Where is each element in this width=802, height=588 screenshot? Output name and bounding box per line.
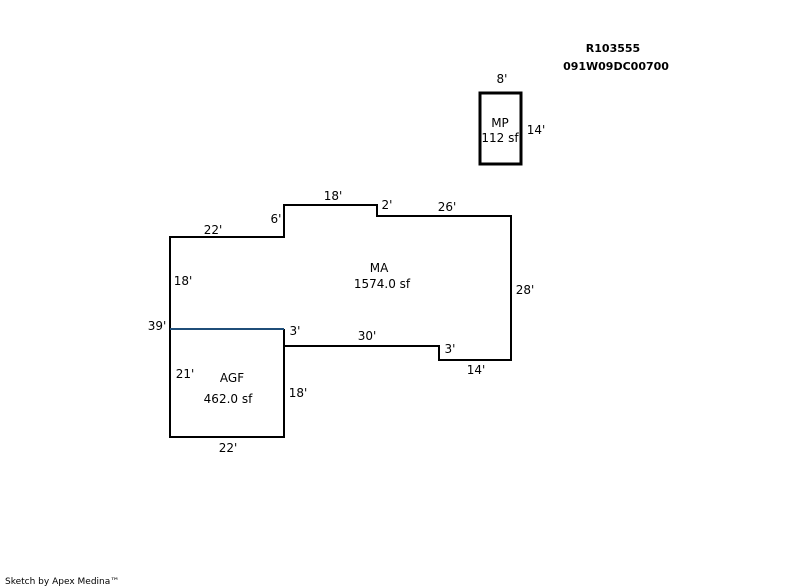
dim-agf-left: 21' — [176, 367, 195, 381]
dim-ma-step-down: 2' — [382, 198, 393, 212]
mp-right-dim: 14' — [527, 123, 546, 137]
dim-total-left: 39' — [148, 319, 167, 333]
dim-agf-bottom: 22' — [219, 441, 238, 455]
ma-outline — [169, 204, 512, 361]
mp-area: 112 sf — [481, 131, 519, 145]
dim-ma-bottom-right: 14' — [467, 363, 486, 377]
map-id: 091W09DC00700 — [563, 60, 669, 73]
dim-ma-notch: 3' — [445, 342, 456, 356]
parcel-id: R103555 — [586, 42, 640, 55]
dim-ma-shared-step: 3' — [290, 324, 301, 338]
dim-ma-top-right: 26' — [438, 200, 457, 214]
mp-top-dim: 8' — [497, 72, 508, 86]
dim-ma-top-mid: 18' — [324, 189, 343, 203]
agf-area: 462.0 sf — [204, 392, 253, 406]
dim-ma-bottom-mid: 30' — [358, 329, 377, 343]
credit-text: Sketch by Apex Medina™ — [5, 577, 119, 587]
agf-outline — [169, 329, 285, 438]
dim-ma-top-left: 22' — [204, 223, 223, 237]
agf-code: AGF — [220, 371, 244, 385]
mp-outline — [478, 91, 523, 166]
dim-ma-right: 28' — [516, 283, 535, 297]
ma-code: MA — [370, 261, 389, 275]
ma-area: 1574.0 sf — [354, 277, 411, 291]
mp-code: MP — [491, 116, 509, 130]
dim-ma-left: 18' — [174, 274, 193, 288]
dim-agf-right: 18' — [289, 386, 308, 400]
dim-ma-step-up: 6' — [271, 212, 282, 226]
